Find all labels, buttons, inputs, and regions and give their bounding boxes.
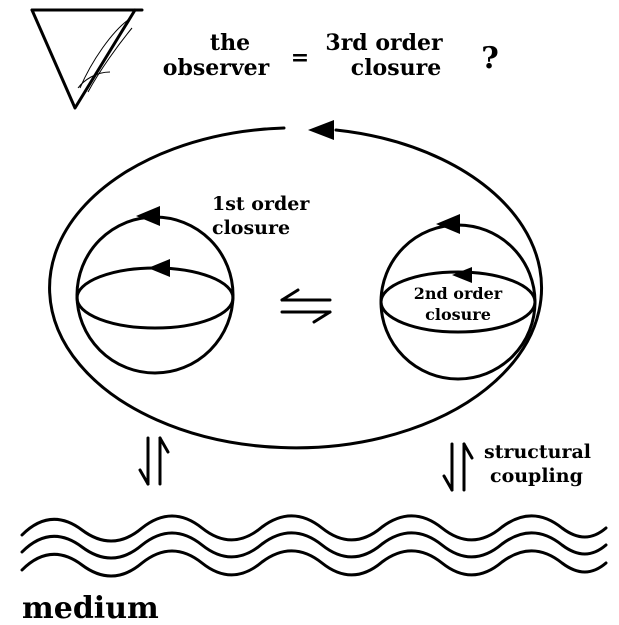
second-order-label-line2: closure — [425, 305, 491, 324]
second-order-sphere — [379, 214, 537, 381]
equals-sign: = — [291, 45, 309, 71]
third-order-label-line1: 3rd order — [325, 30, 443, 56]
medium-label: medium — [22, 591, 159, 625]
medium-wave-3 — [20, 549, 608, 578]
first-order-inner-arrow-icon — [148, 259, 170, 277]
second-order-label-line1: 2nd order — [414, 284, 503, 303]
first-order-label-line2: closure — [212, 217, 290, 239]
left-coupling-harpoons-icon — [138, 436, 170, 486]
coupling-label-line2: coupling — [490, 465, 583, 487]
medium-wave-2 — [20, 531, 608, 560]
second-order-outer-arrow-icon — [436, 214, 460, 234]
first-order-sphere — [75, 206, 235, 375]
observer-eye-icon — [30, 8, 144, 110]
first-order-outer-arrow-icon — [136, 206, 160, 226]
third-order-arrow-icon — [308, 120, 334, 140]
first-order-label-line1: 1st order — [212, 193, 310, 215]
coupling-label-line1: structural — [484, 441, 591, 463]
observer-label-line1: the — [210, 30, 250, 56]
second-order-inner-arrow-icon — [452, 267, 472, 283]
question-mark: ? — [481, 41, 499, 76]
third-order-loop — [48, 120, 544, 450]
medium-waves — [20, 514, 608, 578]
observer-label-line2: observer — [163, 55, 270, 81]
exchange-harpoons-icon — [280, 288, 332, 324]
right-coupling-harpoons-icon — [442, 442, 474, 492]
medium-wave-1 — [20, 514, 608, 543]
third-order-label-line2: closure — [351, 55, 441, 81]
